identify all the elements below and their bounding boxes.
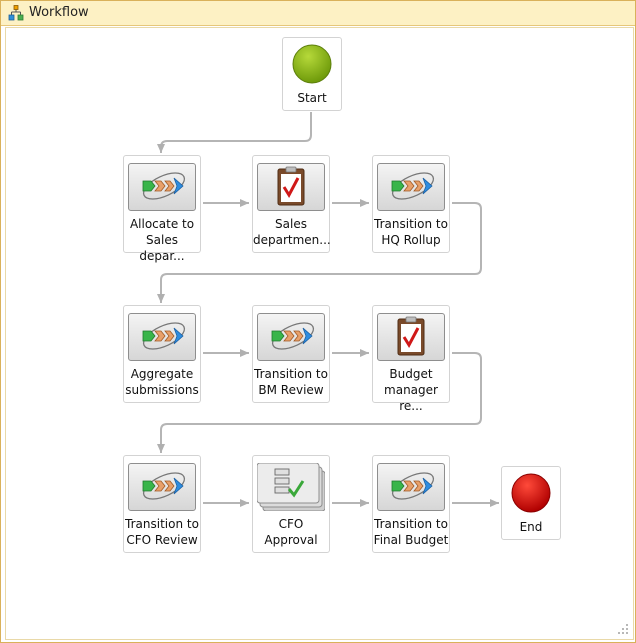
transition-arrows-icon	[377, 463, 445, 511]
window-title: Workflow	[29, 5, 89, 20]
workflow-icon	[8, 5, 24, 21]
title-bar: Workflow	[1, 1, 635, 26]
start-label: Start	[297, 91, 327, 105]
end-circle-icon	[511, 473, 551, 513]
end-label: End	[519, 520, 543, 534]
end-node[interactable]: End	[501, 466, 561, 540]
start-circle-icon	[292, 44, 332, 84]
approval-stack-icon	[256, 462, 326, 512]
transition-arrows-icon	[128, 163, 196, 211]
start-node[interactable]: Start	[282, 37, 342, 111]
transition-arrows-icon	[128, 463, 196, 511]
connector-hq-aggregate	[157, 202, 482, 303]
transition-arrows-icon	[128, 313, 196, 361]
connector-budget-cfo	[157, 352, 482, 453]
clipboard-check-icon	[257, 163, 325, 211]
transition-arrows-icon	[377, 163, 445, 211]
connector-start-allocate	[157, 112, 312, 153]
connector-lines	[157, 112, 499, 507]
resize-grip-icon[interactable]	[617, 623, 629, 635]
transition-arrows-icon	[257, 313, 325, 361]
clipboard-check-icon	[377, 313, 445, 361]
